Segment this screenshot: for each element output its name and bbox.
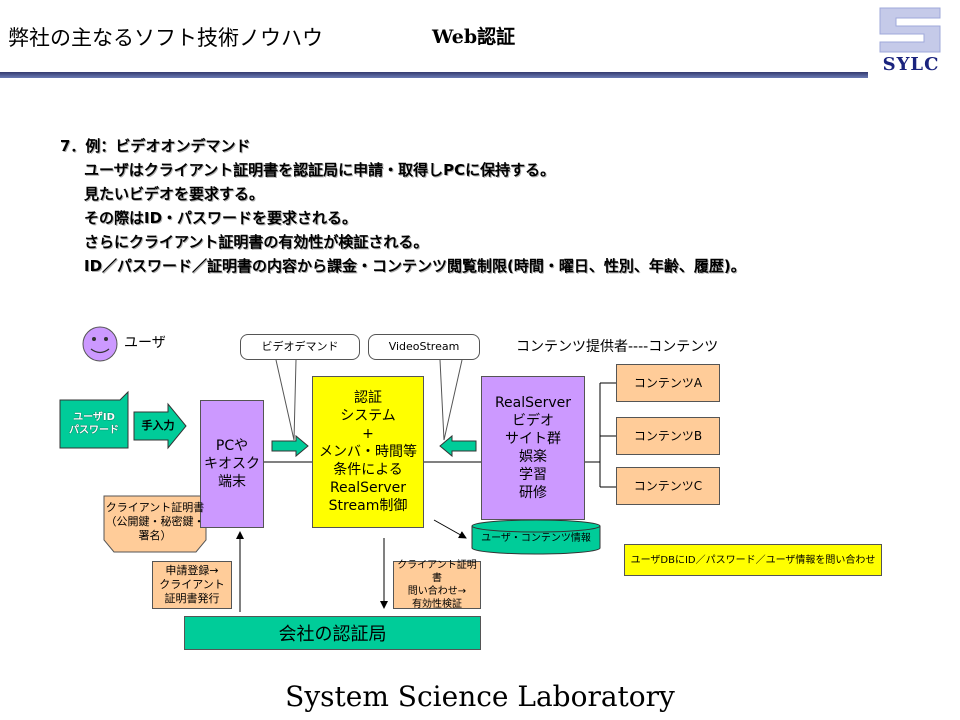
user-smiley-icon xyxy=(82,326,118,362)
description-line: 見たいビデオを要求する。 xyxy=(84,185,265,203)
auth-system-box: 認証 システム + メンバ・時間等 条件による RealServer Strea… xyxy=(312,376,424,528)
manual-input-arrow xyxy=(133,402,187,450)
manual-input-label: 手入力 xyxy=(141,419,175,432)
description-line: さらにクライアント証明書の有効性が検証される。 xyxy=(84,233,429,251)
callout-video-stream: VideoStream xyxy=(368,334,480,360)
description-text: 7．例：ビデオオンデマンド ユーザはクライアント証明書を認証局に申請・取得しPC… xyxy=(60,134,746,278)
header-rule xyxy=(0,72,868,78)
logo-text: SYLC xyxy=(882,54,940,75)
description-line: ID／パスワード／証明書の内容から課金・コンテンツ閲覧制限(時間・曜日、性別、年… xyxy=(84,257,746,275)
green-arrow-right xyxy=(271,434,309,458)
provider-label: コンテンツ提供者----コンテンツ xyxy=(516,339,719,355)
certificate-authority-box: 会社の認証局 xyxy=(184,616,481,650)
db-label: ユーザ・コンテンツ情報 xyxy=(481,532,591,544)
user-id-card xyxy=(59,390,129,449)
description-line: その際はID・パスワードを要求される。 xyxy=(84,209,358,227)
real-server-box: RealServer ビデオ サイト群 娯楽 学習 研修 xyxy=(481,376,585,520)
description-heading: 7．例：ビデオオンデマンド xyxy=(60,137,251,155)
apply-note: 申請登録→ クライアント 証明書発行 xyxy=(152,561,232,609)
green-arrow-left xyxy=(439,434,477,458)
db-query-note: ユーザDBにID／パスワード／ユーザ情報を問い合わせ xyxy=(624,544,882,576)
page-title: 弊社の主なるソフト技術ノウハウ xyxy=(8,26,323,50)
pc-terminal-box: PCや キオスク 端末 xyxy=(200,400,264,528)
sylc-logo-icon xyxy=(879,7,941,53)
content-box-a: コンテンツA xyxy=(616,364,720,402)
user-id-box: ユーザID パスワード xyxy=(69,412,119,436)
footer-text: System Science Laboratory xyxy=(285,680,675,713)
db-cylinder-icon xyxy=(471,519,601,533)
page-subtitle: Web認証 xyxy=(432,26,516,48)
cert-note: クライアント証明書 （公開鍵・秘密鍵・ 署名） xyxy=(105,501,205,542)
user-label: ユーザ xyxy=(124,335,166,351)
content-box-b: コンテンツB xyxy=(616,417,720,455)
callout-tail xyxy=(439,359,463,441)
server-db-arrow xyxy=(433,519,467,539)
callout-video-demand: ビデオデマンド xyxy=(240,334,360,360)
content-box-c: コンテンツC xyxy=(616,467,720,505)
callout-tail xyxy=(275,359,297,441)
inquiry-note: クライアント証明書 問い合わせ→ 有効性検証 xyxy=(393,560,481,610)
description-line: ユーザはクライアント証明書を認証局に申請・取得しPCに保持する。 xyxy=(84,161,556,179)
